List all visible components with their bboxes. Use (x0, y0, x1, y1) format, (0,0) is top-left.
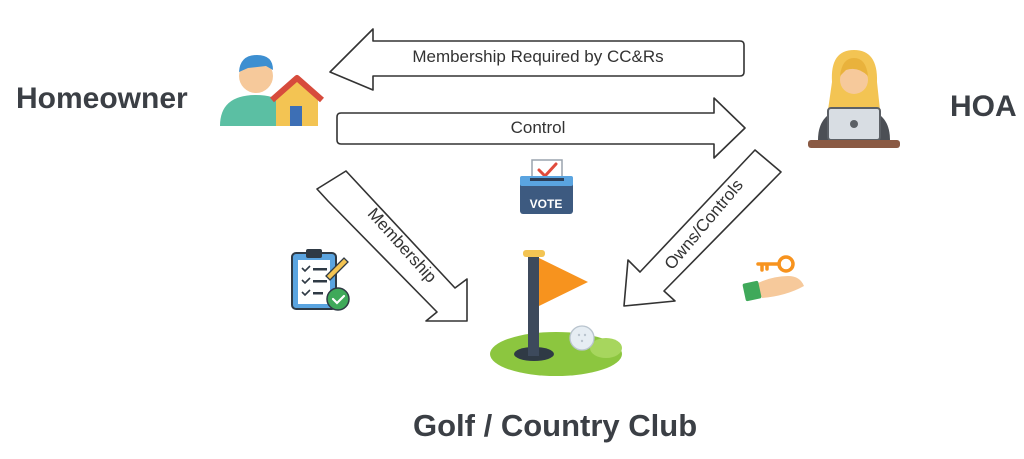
arrow-control-label: Control (511, 118, 566, 137)
hand-key-icon (742, 255, 804, 302)
arrow-membership-required-label: Membership Required by CC&Rs (412, 47, 663, 66)
hoa-label: HOA (950, 90, 1017, 123)
hoa-person-laptop-icon (808, 50, 900, 148)
arrow-owns-controls-label: Owns/Controls (661, 176, 747, 274)
arrow-membership-required: Membership Required by CC&Rs (329, 28, 745, 91)
arrow-control: Control (336, 97, 746, 159)
ballot-box-icon: VOTE (520, 159, 573, 214)
ballot-box-text: VOTE (530, 197, 563, 211)
homeowner-house-icon (220, 55, 324, 126)
clipboard-checklist-icon (291, 249, 350, 311)
homeowner-label: Homeowner (16, 82, 188, 115)
golf-country-club-label: Golf / Country Club (413, 408, 698, 443)
golf-flag-hole-icon (490, 250, 622, 376)
